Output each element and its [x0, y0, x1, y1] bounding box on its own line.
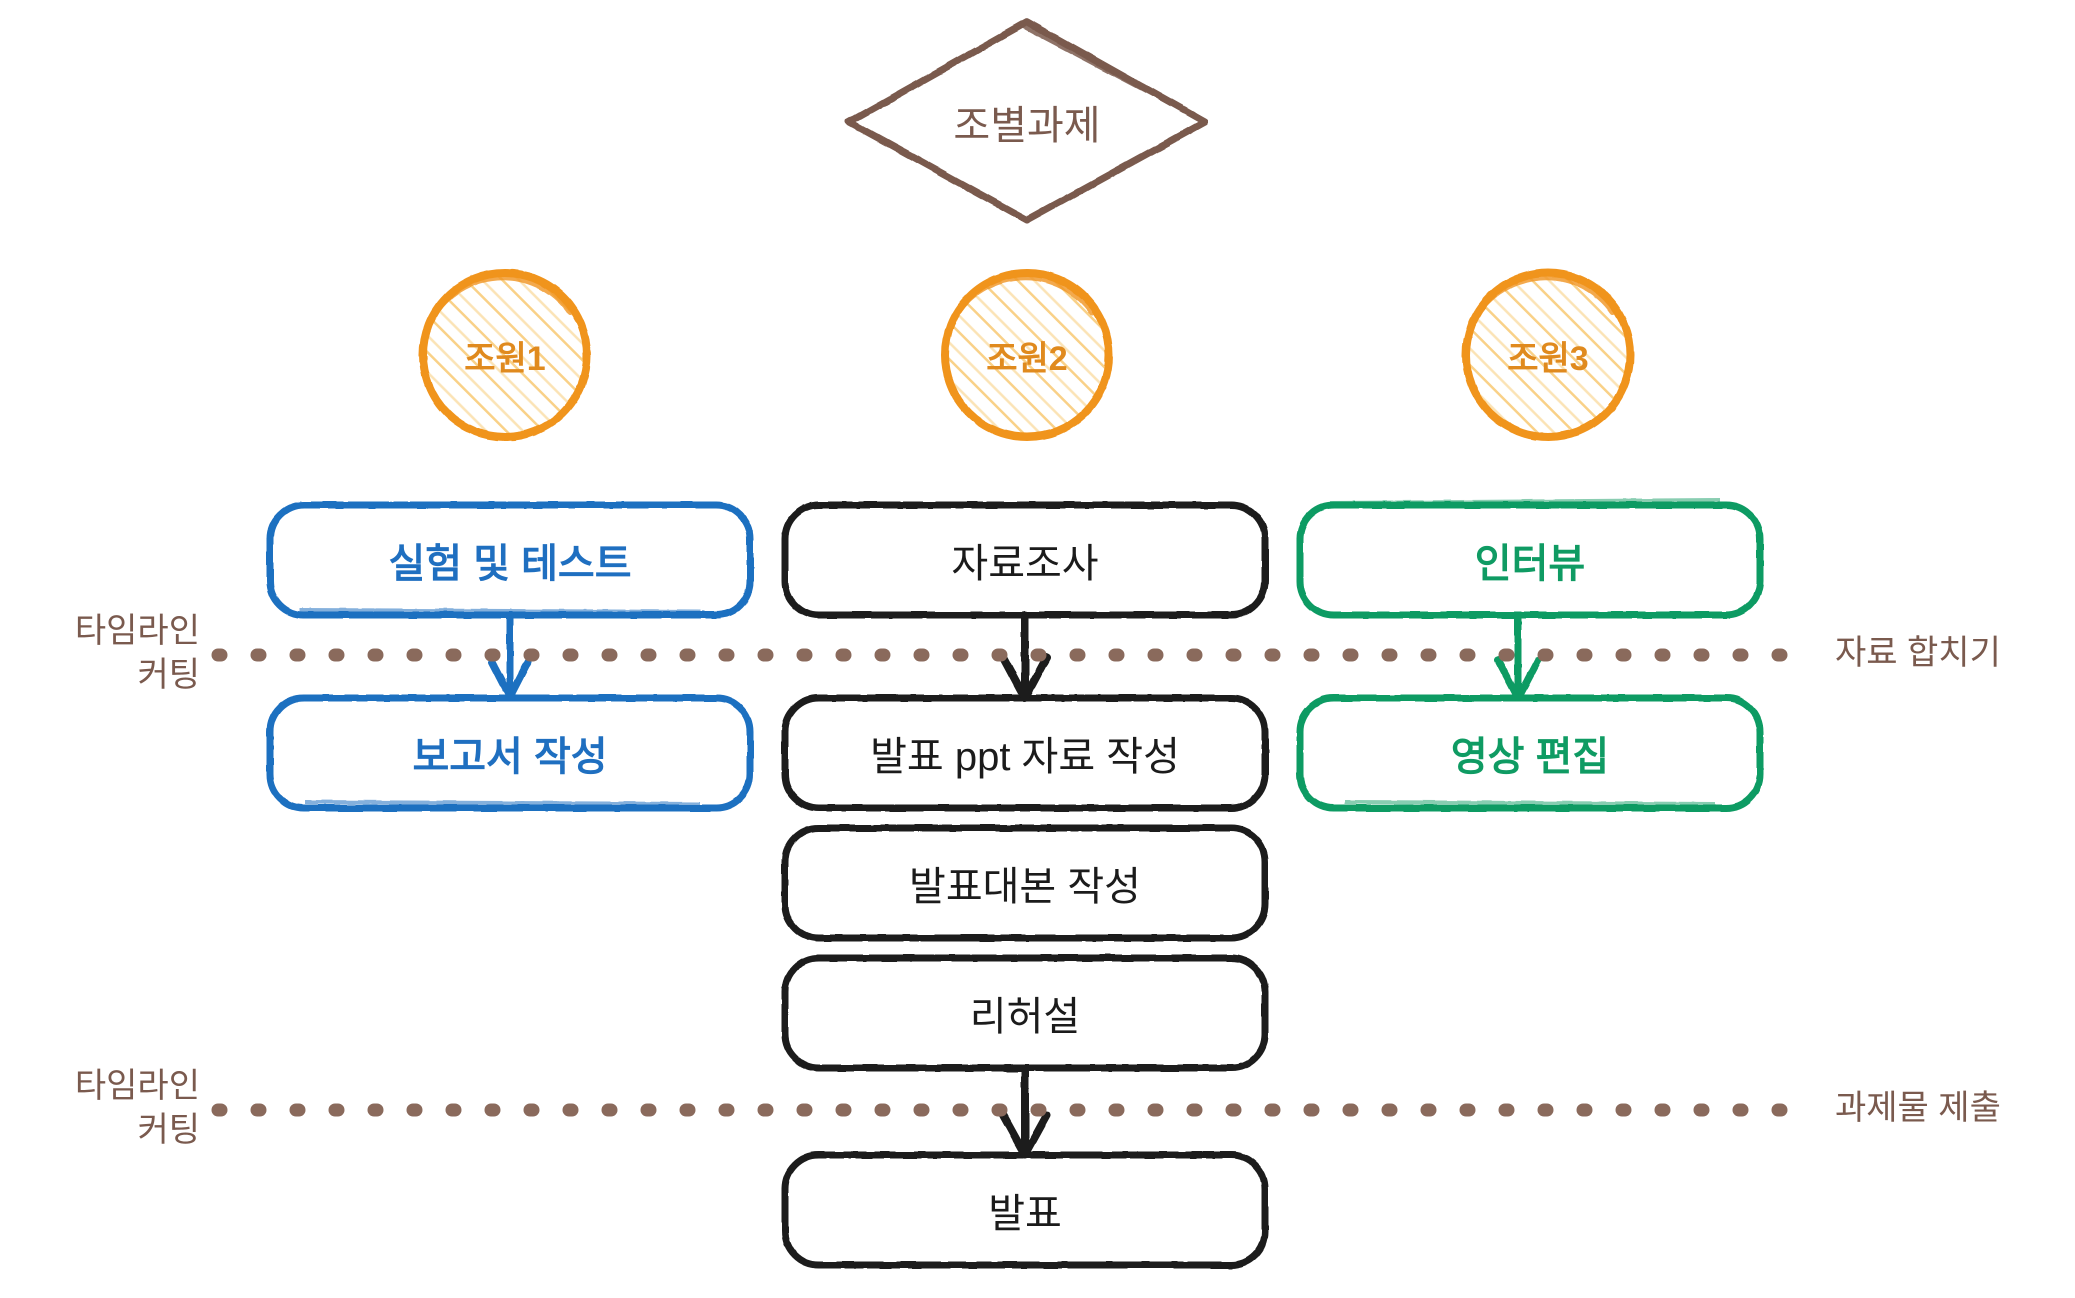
node-box-col2-task2-group[interactable] [781, 694, 1269, 812]
connector-col3-1-to-2 [1494, 611, 1542, 702]
node-box-col2-task4-group[interactable] [781, 954, 1269, 1072]
connector-col2-4-to-5 [999, 1064, 1051, 1159]
node-box-col2-task5-group[interactable] [781, 1151, 1269, 1269]
connector-col1-1-to-2 [488, 611, 532, 701]
connector-col2-1-to-2 [999, 611, 1051, 702]
node-box-col2-task3-group[interactable] [781, 824, 1269, 942]
node-box-col1-task1-group[interactable] [266, 501, 754, 619]
node-box-col1-task2-group[interactable] [266, 694, 754, 812]
node-box-col3-task1-group[interactable] [1296, 498, 1764, 619]
node-circle-member-1-group[interactable] [419, 269, 591, 441]
node-box-col3-task2-group[interactable] [1296, 694, 1764, 812]
node-circle-member-3-group[interactable] [1462, 269, 1634, 441]
node-diamond-group[interactable] [845, 18, 1209, 224]
node-box-col2-task1-group[interactable] [781, 501, 1269, 619]
node-circle-member-2-group[interactable] [941, 269, 1113, 441]
